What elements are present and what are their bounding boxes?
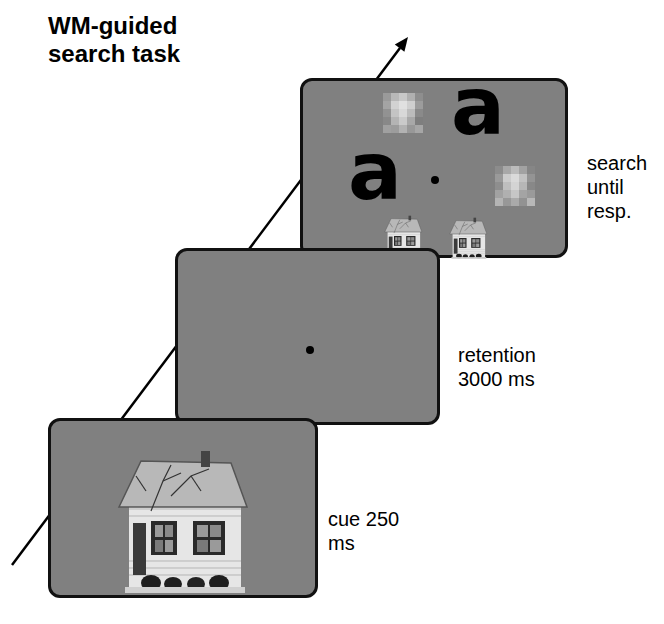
screen-frame: cue 250 ms <box>48 418 318 598</box>
phase-label: search until resp. <box>587 151 659 223</box>
phase-label: cue 250 ms <box>328 507 400 555</box>
distractor-letter: a <box>451 67 505 147</box>
fixation-dot <box>178 251 443 428</box>
title: WM-guided search task <box>48 12 228 68</box>
search-array <box>303 81 571 261</box>
screen-frame: search until resp.aa <box>300 78 568 258</box>
phase-label: retention 3000 ms <box>458 343 550 391</box>
distractor-letter: a <box>348 132 402 212</box>
house-photo <box>51 421 321 601</box>
screen-frame: retention 3000 ms <box>175 248 440 425</box>
